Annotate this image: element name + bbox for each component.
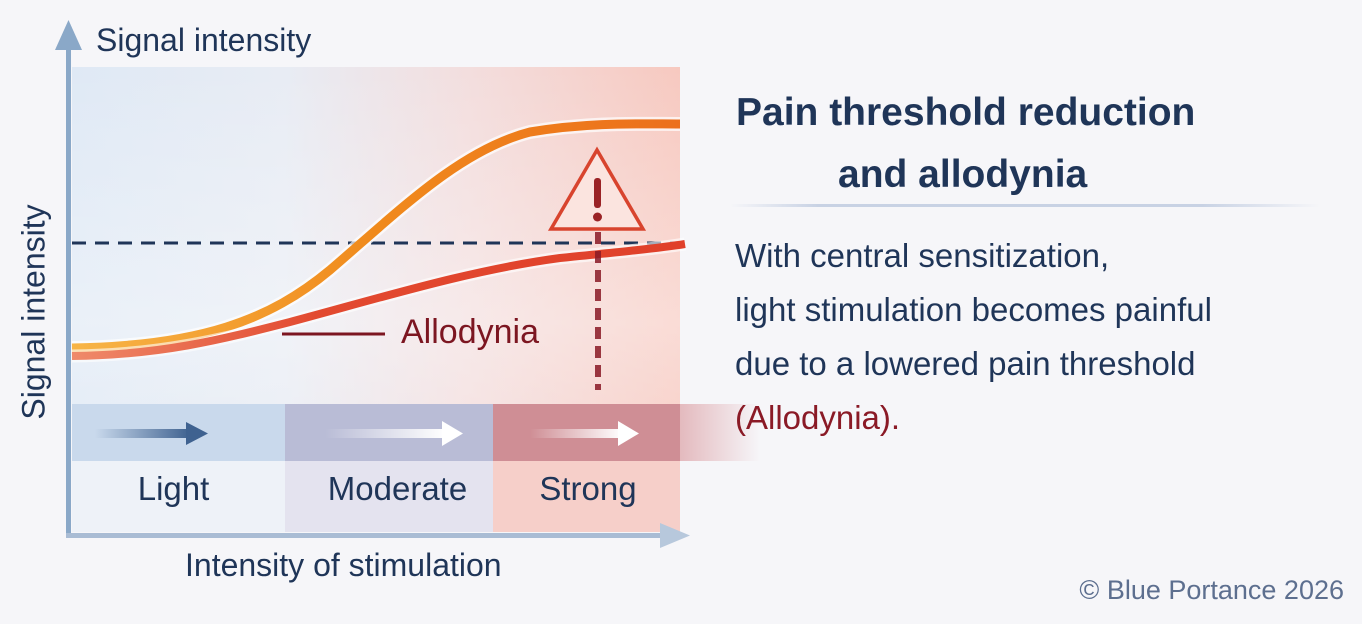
x-axis <box>66 523 690 548</box>
category-label-strong: Strong <box>539 470 637 507</box>
normal-response-curve <box>71 119 681 353</box>
category-label-light: Light <box>137 470 210 507</box>
category-label-moderate: Moderate <box>327 470 468 507</box>
y-axis <box>55 20 82 538</box>
body-line: due to a lowered pain threshold <box>735 345 1196 382</box>
arrow-strong-icon <box>530 421 639 446</box>
y-axis-arrow-icon <box>55 20 82 50</box>
label-cell-strong <box>493 461 680 532</box>
panel-title-line2: and allodynia <box>838 153 1088 196</box>
allodynia-annotation: Allodynia <box>401 313 539 351</box>
x-axis-title: Intensity of stimulation <box>185 547 502 583</box>
y-axis-title-side: Signal intensity <box>15 204 52 420</box>
arrow-light-icon <box>95 422 208 445</box>
copyright: © Blue Portance 2026 <box>1079 575 1344 605</box>
band-tail <box>680 404 760 461</box>
label-cell-moderate <box>285 461 493 532</box>
body-accent: (Allodynia). <box>735 399 901 436</box>
y-axis-title-top: Signal intensity <box>96 22 312 58</box>
x-axis-arrow-icon <box>660 523 690 548</box>
body-line: With central sensitization, <box>735 237 1110 274</box>
title-divider <box>730 204 1320 207</box>
allodynia-curve <box>71 240 686 360</box>
panel-body: With central sensitization, light stimul… <box>735 229 1212 445</box>
warning-triangle-icon <box>547 146 647 231</box>
panel-title: Pain threshold reduction and allodynia <box>736 82 1195 206</box>
panel-title-line1: Pain threshold reduction <box>736 91 1196 134</box>
arrow-moderate-icon <box>325 421 463 446</box>
label-cell-light <box>72 461 285 532</box>
body-line: light stimulation becomes painful <box>735 291 1212 328</box>
